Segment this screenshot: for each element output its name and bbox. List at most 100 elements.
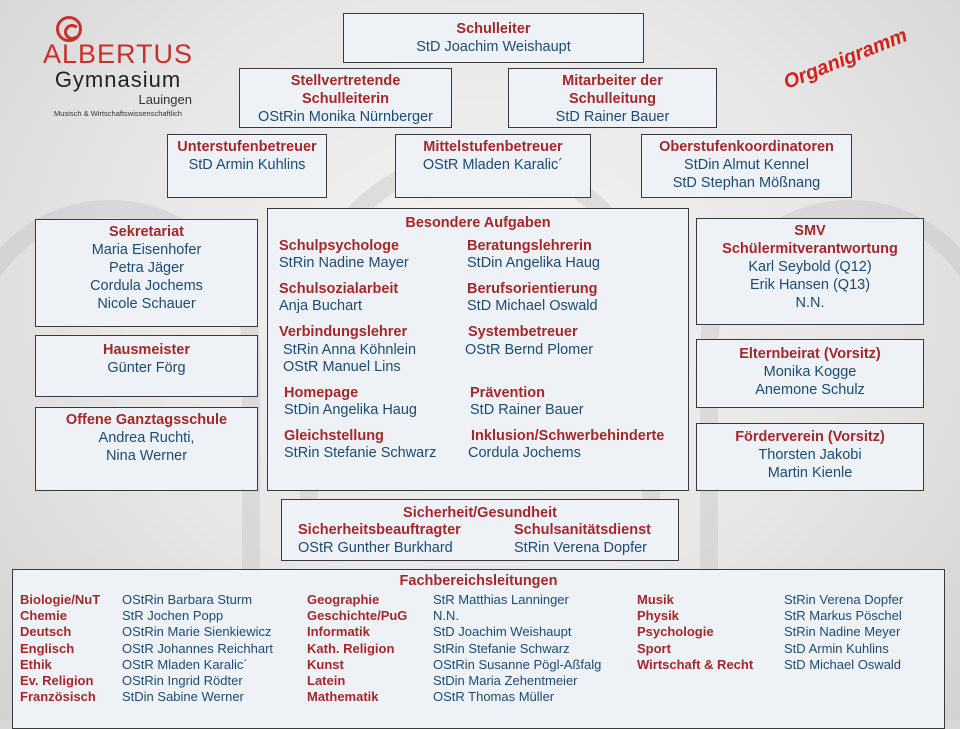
person-name: StD Armin Kuhlins xyxy=(784,640,889,656)
foerderverein-box: Förderverein (Vorsitz) Thorsten Jakobi M… xyxy=(696,423,924,491)
box-title: Schülermitverantwortung xyxy=(722,241,898,257)
person-name: StD Rainer Bauer xyxy=(470,402,584,418)
subject-label: Musik xyxy=(637,592,674,607)
person-name: StRin Stefanie Schwarz xyxy=(284,445,437,461)
box-title: Mitarbeiter der xyxy=(562,73,663,89)
oberstufe-box: Oberstufenkoordinatoren StDin Almut Kenn… xyxy=(641,134,852,198)
mittelstufe-box: Mittelstufenbetreuer OStR Mladen Karalic… xyxy=(395,134,591,198)
role-label: Schulsozialarbeit xyxy=(279,281,399,297)
person-name: OStR Mladen Karalic´ xyxy=(122,656,248,672)
stellvertretung-box: Stellvertretende Schulleiterin OStRin Mo… xyxy=(239,68,452,128)
subject-label: Geographie xyxy=(307,592,380,607)
logo-city: Lauingen xyxy=(138,92,193,107)
person-name: OStR Gunther Burkhard xyxy=(298,540,453,556)
subject-label: Chemie xyxy=(20,608,67,624)
besondere-aufgaben-box: Besondere Aufgaben xyxy=(267,208,689,491)
person-name: StDin Maria Zehentmeier xyxy=(433,673,578,688)
subject-label: Latein xyxy=(307,673,346,688)
person-name: OStR Johannes Reichhart xyxy=(122,640,274,656)
person-name: StRin Nadine Mayer xyxy=(279,255,409,271)
subject-label: Geschichte/PuG xyxy=(307,608,408,624)
person-name: StD Joachim Weishaupt xyxy=(433,624,572,640)
person-name: Thorsten Jakobi xyxy=(758,447,862,463)
box-title: Stellvertretende xyxy=(290,73,401,89)
subject-label: Informatik xyxy=(307,624,370,640)
person-name: Andrea Ruchti, xyxy=(98,430,195,446)
person-name: OStRin Monika Nürnberger xyxy=(258,109,433,125)
role-label: Systembetreuer xyxy=(468,324,578,340)
person-name: StR Matthias Lanninger xyxy=(433,592,569,607)
person-name: OStR Mladen Karalic´ xyxy=(422,157,564,173)
person-name: Maria Eisenhofer xyxy=(91,242,202,258)
person-name: StDin Angelika Haug xyxy=(467,255,600,271)
role-label: Berufsorientierung xyxy=(467,281,598,297)
role-label: Homepage xyxy=(284,385,359,401)
subject-label: Sport xyxy=(637,640,671,656)
person-name: OStRin Ingrid Rödter xyxy=(122,673,243,688)
subject-label: Mathematik xyxy=(307,689,379,705)
person-name: Karl Seybold (Q12) xyxy=(748,259,872,275)
box-title: Oberstufenkoordinatoren xyxy=(659,139,834,155)
spiral-logo-icon xyxy=(56,16,82,42)
subject-label: Wirtschaft & Recht xyxy=(637,656,754,672)
person-name: Erik Hansen (Q13) xyxy=(749,277,871,293)
role-label: Verbindungslehrer xyxy=(279,324,408,340)
subject-label: Kunst xyxy=(307,656,344,672)
box-title: Schulleiter xyxy=(456,21,531,37)
person-name: StD Michael Oswald xyxy=(467,298,598,314)
box-title: Sicherheit/Gesundheit xyxy=(403,505,557,521)
subject-label: Psychologie xyxy=(637,624,714,640)
logo-name: ALBERTUS xyxy=(42,39,194,69)
person-name: N.N. xyxy=(795,295,825,311)
person-name: StRin Verena Dopfer xyxy=(784,592,904,607)
schulleiter-box: Schulleiter StD Joachim Weishaupt xyxy=(343,13,644,63)
person-name: Martin Kienle xyxy=(767,465,853,481)
person-name: OStRin Marie Sienkiewicz xyxy=(122,624,272,640)
role-label: Prävention xyxy=(470,385,545,401)
person-name: StDin Sabine Werner xyxy=(122,689,244,705)
person-name: StR Markus Pöschel xyxy=(784,608,902,624)
person-name: StDin Angelika Haug xyxy=(284,402,417,418)
page-title: Organigramm xyxy=(780,24,911,94)
person-name: StD Rainer Bauer xyxy=(555,109,670,125)
person-name: OStR Bernd Plomer xyxy=(465,342,594,358)
role-label: Schulsanitätsdienst xyxy=(514,522,651,538)
role-label: Sicherheitsbeauftragter xyxy=(298,522,461,538)
box-title: SMV xyxy=(794,223,826,239)
hausmeister-box: Hausmeister Günter Förg xyxy=(35,335,258,397)
person-name: StRin Verena Dopfer xyxy=(514,540,647,556)
person-name: StD Michael Oswald xyxy=(784,656,902,672)
person-name: OStR Thomas Müller xyxy=(433,689,555,705)
person-name: StR Jochen Popp xyxy=(122,608,224,624)
role-label: Beratungslehrerin xyxy=(467,238,592,254)
school-logo: ALBERTUS Gymnasium Lauingen Musisch & Wi… xyxy=(38,16,198,120)
logo-tagline: Musisch & Wirtschaftswissenschaftlich xyxy=(54,109,182,118)
person-name: OStRin Susanne Pögl-Aßfalg xyxy=(433,656,602,672)
person-name: Anemone Schulz xyxy=(755,382,865,398)
role-label: Schulpsychologe xyxy=(279,238,400,254)
subject-label: Biologie/NuT xyxy=(20,592,101,607)
box-title: Elternbeirat (Vorsitz) xyxy=(739,346,881,362)
subject-label: Ethik xyxy=(20,656,52,672)
person-name: Günter Förg xyxy=(107,360,186,376)
box-title: Besondere Aufgaben xyxy=(405,215,551,231)
subject-label: Kath. Religion xyxy=(307,640,395,656)
role-label: Inklusion/Schwerbehinderte xyxy=(471,428,665,444)
subject-label: Physik xyxy=(637,608,679,624)
box-title: Schulleiterin xyxy=(301,91,390,107)
box-title: Fachbereichsleitungen xyxy=(399,573,558,589)
person-name: Monika Kogge xyxy=(763,364,857,380)
box-title: Hausmeister xyxy=(102,342,191,358)
ganztag-box: Offene Ganztagsschule Andrea Ruchti, Nin… xyxy=(35,407,258,491)
subject-label: Deutsch xyxy=(20,624,72,640)
box-title: Mittelstufenbetreuer xyxy=(423,139,563,155)
person-name: StRin Nadine Meyer xyxy=(784,624,901,640)
box-title: Schulleitung xyxy=(569,91,656,107)
person-name: Cordula Jochems xyxy=(90,278,203,294)
subject-label: Englisch xyxy=(20,640,75,656)
person-name: StRin Stefanie Schwarz xyxy=(433,640,570,656)
sekretariat-box: Sekretariat Maria Eisenhofer Petra Jäger… xyxy=(35,219,258,327)
person-name: Nina Werner xyxy=(105,448,188,464)
person-name: OStR Manuel Lins xyxy=(283,359,401,375)
logo-school: Gymnasium xyxy=(54,67,182,92)
